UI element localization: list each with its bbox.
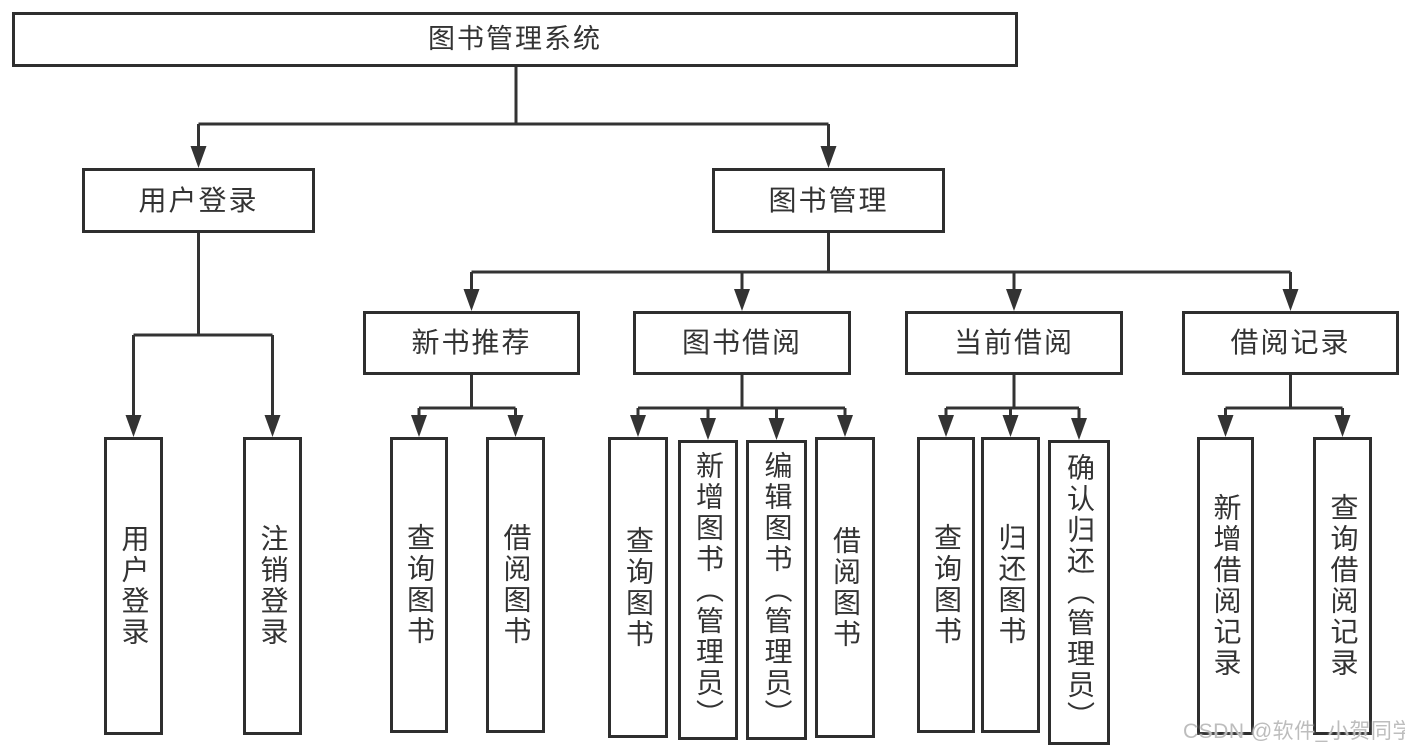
node-book-management-branch: 图书管理 [712,168,945,233]
node-label: 新增借阅记录 [1210,493,1242,679]
node-label: 新增图书（管理员） [693,450,724,730]
arrowhead [264,415,281,437]
node-label: 借阅记录 [1230,327,1351,358]
node-book-borrowing: 图书借阅 [633,311,851,375]
leaf-return-books: 归还图书 [981,437,1040,733]
leaf-logout: 注销登录 [243,437,302,735]
leaf-add-books-admin: 新增图书（管理员） [678,440,738,740]
node-label: 查询图书 [404,523,435,647]
node-label: 用户登录 [118,524,150,648]
leaf-query-books-current: 查询图书 [917,437,975,733]
node-label: 编辑图书（管理员） [761,450,793,730]
node-label: 借阅图书 [500,523,532,647]
leaf-query-books-recommend: 查询图书 [390,437,448,733]
node-label: 图书管理系统 [428,24,602,54]
node-label: 用户登录 [138,184,259,216]
arrowhead [190,146,207,168]
arrowhead [507,415,524,437]
node-borrowing-records: 借阅记录 [1182,311,1399,375]
arrowhead [1002,415,1019,437]
node-user-login-branch: 用户登录 [82,168,315,233]
node-label: 注销登录 [257,524,289,648]
arrowhead [768,418,785,440]
arrowhead [630,415,646,437]
arrowhead [411,415,427,437]
leaf-add-borrow-record: 新增借阅记录 [1197,437,1254,735]
arrowhead [1006,289,1022,311]
node-label: 确认归还（管理员） [1064,453,1095,732]
node-label: 图书管理 [768,184,889,216]
arrowhead [463,289,480,311]
leaf-user-login: 用户登录 [104,437,163,735]
leaf-query-books-borrowing: 查询图书 [608,437,668,738]
leaf-query-borrow-record: 查询借阅记录 [1313,437,1372,735]
node-label: 归还图书 [995,523,1027,647]
node-library-management-system: 图书管理系统 [12,12,1018,67]
arrowhead [125,415,142,437]
node-current-borrowing: 当前借阅 [905,311,1123,375]
leaf-borrow-books: 借阅图书 [815,437,875,738]
node-label: 新书推荐 [411,327,532,358]
node-label: 当前借阅 [953,327,1074,358]
arrowhead [700,418,716,440]
leaf-borrow-books-recommend: 借阅图书 [486,437,545,733]
arrowhead [938,415,954,437]
arrowhead [837,415,853,437]
arrowheads [125,146,1351,440]
node-new-book-recommend: 新书推荐 [363,311,580,375]
arrowhead [1071,418,1087,440]
node-label: 借阅图书 [830,525,861,650]
arrowhead [1282,289,1299,311]
connector-path [132,67,1344,421]
arrowhead [734,289,750,311]
arrowhead [1217,415,1234,437]
arrowhead [820,146,837,168]
node-label: 查询借阅记录 [1327,493,1359,679]
node-label: 查询图书 [931,523,962,647]
leaf-confirm-return-admin: 确认归还（管理员） [1048,440,1110,745]
watermark: CSDN @软件_小贺同学 [1183,720,1405,743]
node-label: 查询图书 [623,525,654,650]
arrowhead [1334,415,1351,437]
node-label: 图书借阅 [681,327,802,358]
leaf-edit-books-admin: 编辑图书（管理员） [746,440,807,740]
